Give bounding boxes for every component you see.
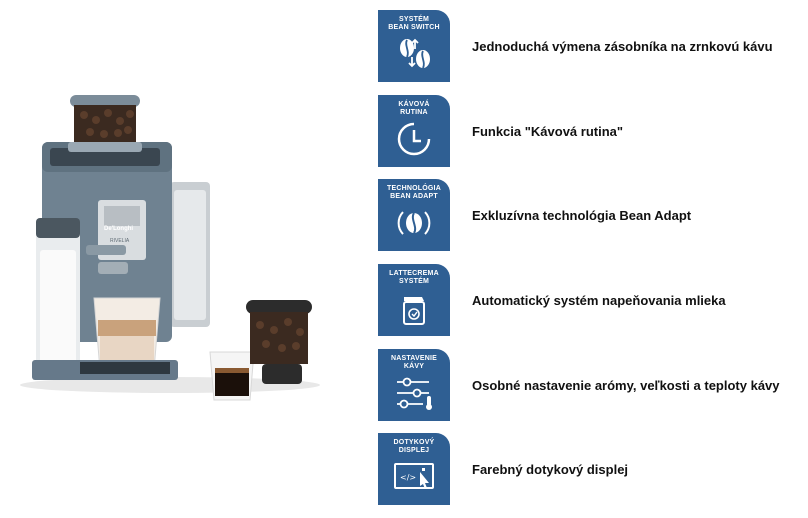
feature-badge: LATTECREMA SYSTÉM	[378, 264, 450, 336]
feature-text: Automatický systém napeňovania mlieka	[472, 292, 726, 308]
badge-title: LATTECREMA SYSTÉM	[389, 270, 439, 285]
milk-carafe-icon	[403, 297, 425, 325]
feature-badge: DOTYKOVÝ DISPLEJ </>	[378, 433, 450, 505]
feature-item-lattecrema: LATTECREMA SYSTÉM Automatický systém nap…	[378, 263, 808, 337]
coffee-machine-illustration	[20, 95, 320, 401]
badge-title: DOTYKOVÝ DISPLEJ	[393, 439, 435, 454]
feature-item-bean-adapt: TECHNOLÓGIA BEAN ADAPT Exkluzívna techno…	[378, 178, 808, 252]
feature-badge: SYSTÉM BEAN SWITCH	[378, 10, 450, 82]
feature-item-coffee-routine: KÁVOVÁ RUTINA Funkcia "Kávová rutina"	[378, 94, 808, 168]
badge-title: TECHNOLÓGIA BEAN ADAPT	[387, 185, 441, 200]
feature-item-touch-display: DOTYKOVÝ DISPLEJ </> Farebný dotykový di…	[378, 432, 808, 506]
feature-item-coffee-settings: NASTAVENIE KÁVY Osobné nastavenie arómy,…	[378, 348, 808, 422]
badge-title: SYSTÉM BEAN SWITCH	[388, 16, 440, 31]
feature-badge: TECHNOLÓGIA BEAN ADAPT	[378, 179, 450, 251]
feature-text: Jednoduchá výmena zásobníka na zrnkovú k…	[472, 38, 773, 54]
feature-item-bean-switch: SYSTÉM BEAN SWITCH Jednoduchá výmena zás…	[378, 9, 808, 83]
feature-text: Exkluzívna technológia Bean Adapt	[472, 207, 692, 223]
model-label: RIVELIA	[110, 238, 130, 244]
feature-text: Osobné nastavenie arómy, veľkosti a tepl…	[472, 377, 780, 393]
clock-icon	[397, 122, 431, 156]
feature-badge: NASTAVENIE KÁVY	[378, 349, 450, 421]
touch-display-icon: </>	[394, 463, 434, 489]
svg-text:</>: </>	[400, 473, 416, 482]
feature-badge: KÁVOVÁ RUTINA	[378, 95, 450, 167]
bean-adapt-icon	[397, 211, 431, 235]
bean-switch-icon	[400, 38, 430, 69]
badge-title: KÁVOVÁ RUTINA	[398, 101, 430, 116]
feature-list: SYSTÉM BEAN SWITCH Jednoduchá výmena zás…	[378, 0, 808, 513]
sliders-icon	[397, 377, 432, 410]
badge-title: NASTAVENIE KÁVY	[390, 355, 438, 370]
feature-text: Funkcia "Kávová rutina"	[472, 123, 624, 139]
brand-logo: De'Longhi	[104, 226, 134, 232]
feature-text: Farebný dotykový displej	[472, 461, 629, 477]
product-image: De'Longhi RIVELIA	[0, 0, 360, 513]
